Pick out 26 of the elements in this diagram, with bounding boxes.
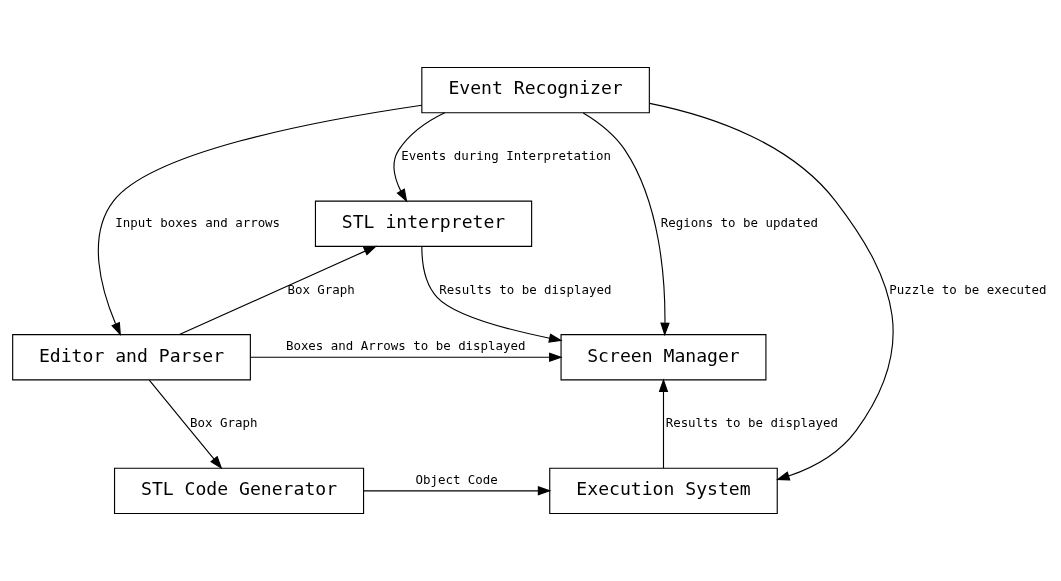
arrow <box>421 246 563 343</box>
arrow <box>363 486 552 496</box>
arrow <box>178 245 378 336</box>
node-box: Screen Manager <box>560 334 767 381</box>
node-box: STL interpreter <box>314 200 533 247</box>
edge-label: Puzzle to be executed <box>889 281 1047 297</box>
edge-label: Input boxes and arrows <box>115 214 281 230</box>
arrow <box>649 102 894 481</box>
node-box: STL Code Generator <box>114 467 365 515</box>
arrow <box>658 378 669 469</box>
node-box: Execution System <box>549 467 778 515</box>
node-box: Event Recognizer <box>421 66 650 114</box>
arrow <box>148 379 223 470</box>
edge-label: Regions to be updated <box>660 214 818 230</box>
edge-label: Object Code <box>415 471 498 487</box>
arrow <box>393 112 446 203</box>
edge-label: Events during Interpretation <box>401 148 611 164</box>
node-box: Editor and Parser <box>12 334 251 381</box>
arrow <box>97 104 423 337</box>
edge-label: Boxes and Arrows to be displayed <box>285 338 526 354</box>
edge-label: Results to be displayed <box>665 415 838 431</box>
arrow <box>582 112 670 337</box>
edge-label: Box Graph <box>190 415 258 431</box>
edge-label: Box Graph <box>287 281 355 297</box>
edge-label: Results to be displayed <box>439 281 612 297</box>
arrow <box>250 352 563 363</box>
